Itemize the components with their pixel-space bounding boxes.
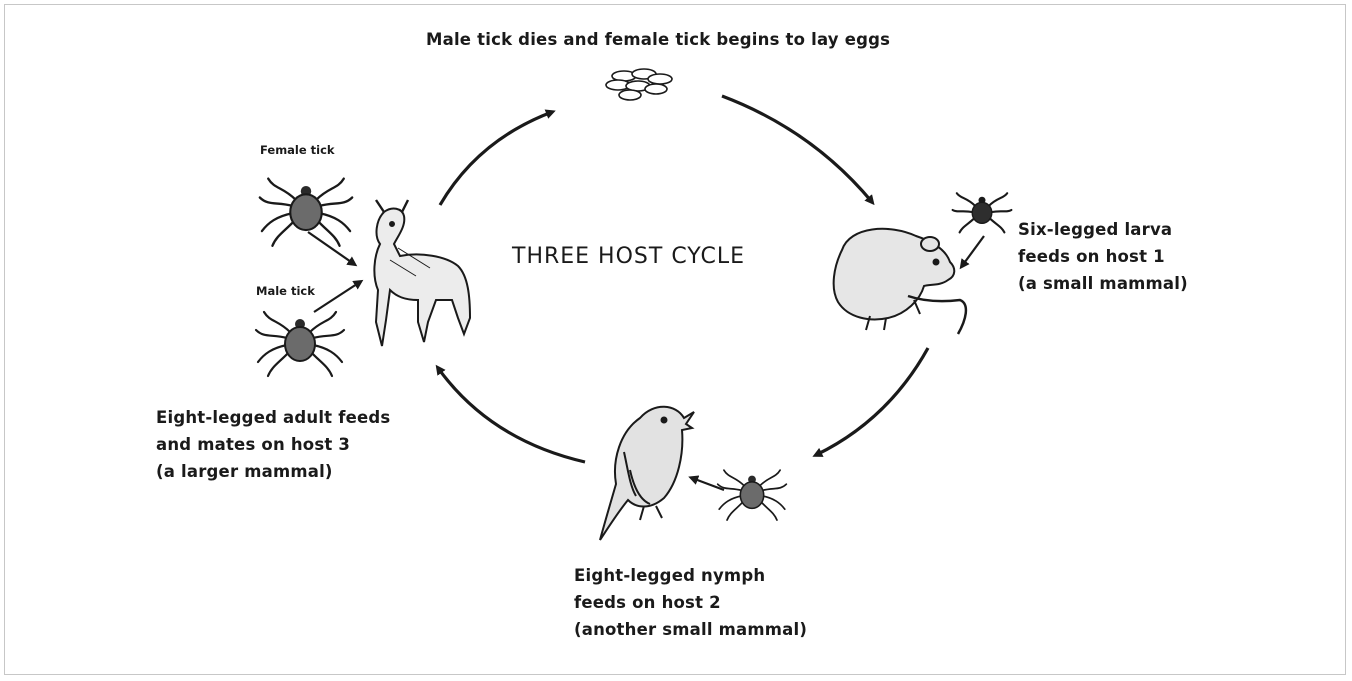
adult-stage-caption: Eight-legged adult feeds and mates on ho… bbox=[156, 404, 390, 485]
nymph-stage-caption: Eight-legged nymph feeds on host 2 (anot… bbox=[574, 562, 807, 643]
larva-stage-caption: Six-legged larva feeds on host 1 (a smal… bbox=[1018, 216, 1188, 297]
larva-caption-line-1: Six-legged larva bbox=[1018, 220, 1173, 239]
bird-host-icon bbox=[599, 405, 695, 541]
adult-caption-line-1: Eight-legged adult feeds bbox=[156, 408, 391, 427]
rodent-host-icon bbox=[832, 227, 968, 335]
nymph-caption-line-2: feeds on host 2 bbox=[574, 593, 721, 612]
arrow-male-to-deer bbox=[313, 279, 364, 313]
figure-frame bbox=[4, 4, 1346, 675]
male-tick-label: Male tick bbox=[256, 284, 315, 298]
arrow-eggs-to-larva bbox=[721, 94, 875, 206]
arrow-larva-to-nymph bbox=[812, 347, 930, 457]
nymph-caption-line-1: Eight-legged nymph bbox=[574, 566, 766, 585]
larva-caption-line-2: feeds on host 1 bbox=[1018, 247, 1165, 266]
nymph-tick-icon bbox=[716, 469, 788, 521]
larva-caption-line-3: (a small mammal) bbox=[1018, 274, 1188, 293]
female-tick-label: Female tick bbox=[260, 143, 335, 157]
adult-caption-line-2: and mates on host 3 bbox=[156, 435, 351, 454]
diagram-title: THREE HOST CYCLE bbox=[512, 244, 746, 269]
nymph-caption-line-3: (another small mammal) bbox=[574, 620, 808, 639]
adult-caption-line-3: (a larger mammal) bbox=[156, 462, 333, 481]
female-tick-icon bbox=[258, 177, 354, 247]
male-tick-icon bbox=[254, 310, 346, 378]
arrow-female-to-deer bbox=[307, 231, 358, 267]
arrow-adult-to-eggs bbox=[438, 109, 556, 206]
egg-stage-caption: Male tick dies and female tick begins to… bbox=[426, 30, 891, 49]
deer-host-icon bbox=[373, 199, 472, 347]
larva-tick-icon bbox=[951, 192, 1013, 234]
arrow-nymph-to-adult bbox=[435, 364, 586, 464]
egg-cluster-icon bbox=[605, 68, 673, 101]
cycle-arrows bbox=[435, 94, 930, 464]
arrow-larva-to-rodent bbox=[959, 235, 985, 270]
arrow-nymph-to-bird bbox=[688, 475, 725, 492]
